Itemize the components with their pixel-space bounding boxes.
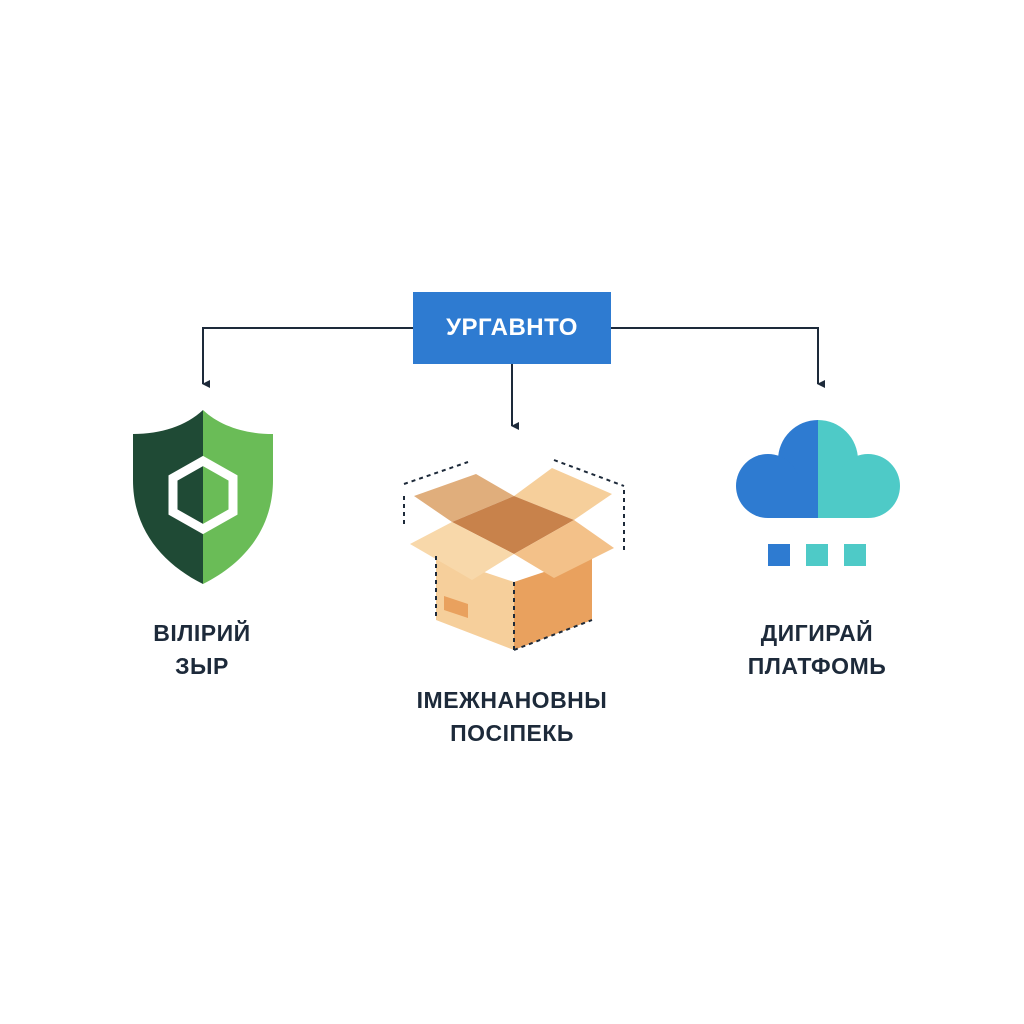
node-label-center: ІМЕЖНАНОВНЫ ПОСІПЕКЬ	[416, 687, 608, 746]
root-node-label: УРГАВНТО	[446, 314, 578, 341]
root-node: УРГАВНТО	[413, 292, 611, 364]
connector-right	[611, 327, 825, 388]
cloud-icon	[736, 420, 900, 566]
box-icon	[403, 459, 625, 651]
node-label-right: ДИГИРАЙ ПЛАТФОМЬ	[747, 620, 887, 679]
node-label-left: ВІЛІРИЙ ЗЫР	[153, 620, 251, 679]
shield-icon	[133, 410, 273, 584]
connector-left	[202, 327, 413, 388]
